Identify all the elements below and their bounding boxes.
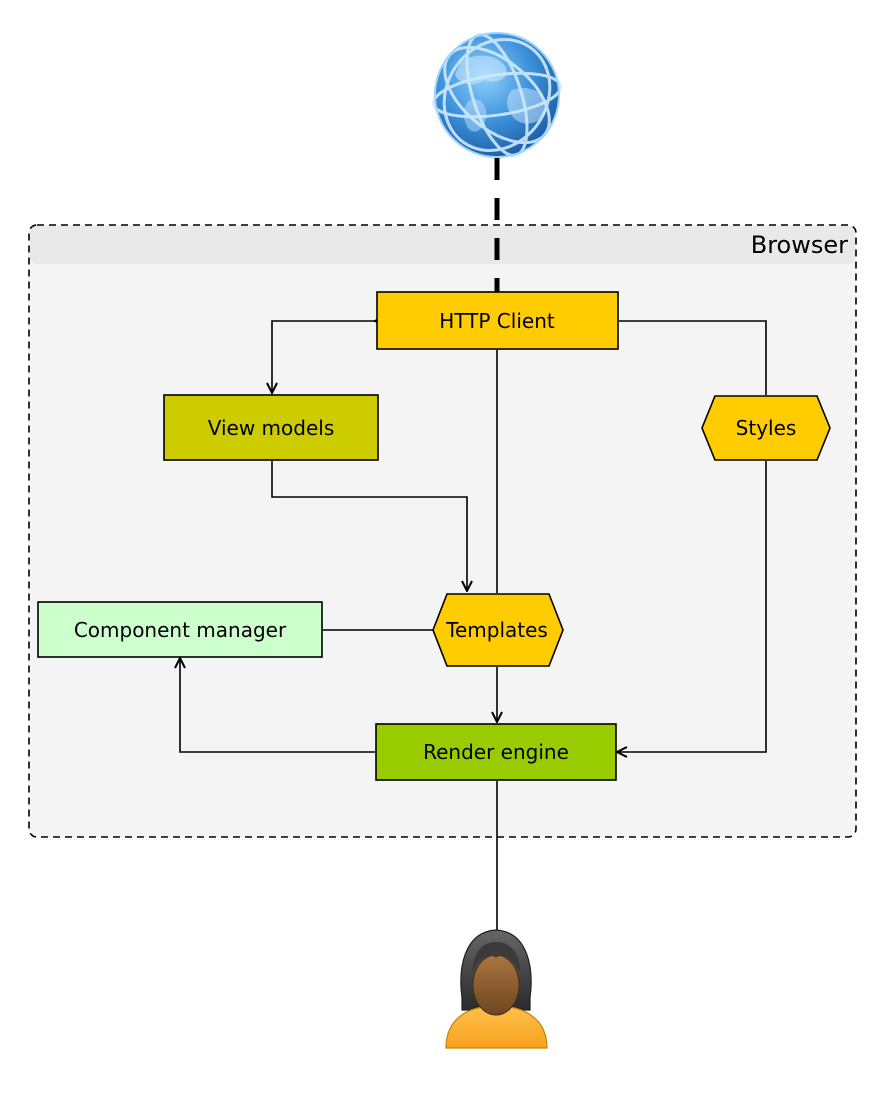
- node-http-client: HTTP Client: [376, 291, 619, 350]
- connectors: [180, 158, 767, 935]
- node-render-engine: Render engine: [375, 723, 617, 781]
- node-component-manager: Component manager: [37, 601, 323, 658]
- globe-icon: [432, 32, 562, 158]
- templates-label: Templates: [445, 618, 548, 642]
- user-icon: [445, 929, 548, 1049]
- node-view-models: View models: [163, 394, 379, 461]
- node-templates: Templates: [432, 593, 564, 667]
- node-styles: Styles: [701, 395, 831, 461]
- http-client-label: HTTP Client: [439, 309, 555, 333]
- browser-container: Browser: [28, 224, 857, 838]
- http-styles-connector: [619, 320, 767, 395]
- render-component-connector: [180, 658, 375, 753]
- browser-label: Browser: [751, 231, 848, 259]
- view-models-label: View models: [208, 416, 335, 440]
- http-view-models-connector: [272, 321, 375, 393]
- styles-render-connector: [617, 461, 767, 752]
- view-models-templates-connector: [271, 461, 467, 591]
- render-engine-label: Render engine: [423, 740, 569, 764]
- styles-label: Styles: [736, 416, 797, 440]
- component-manager-label: Component manager: [74, 618, 287, 642]
